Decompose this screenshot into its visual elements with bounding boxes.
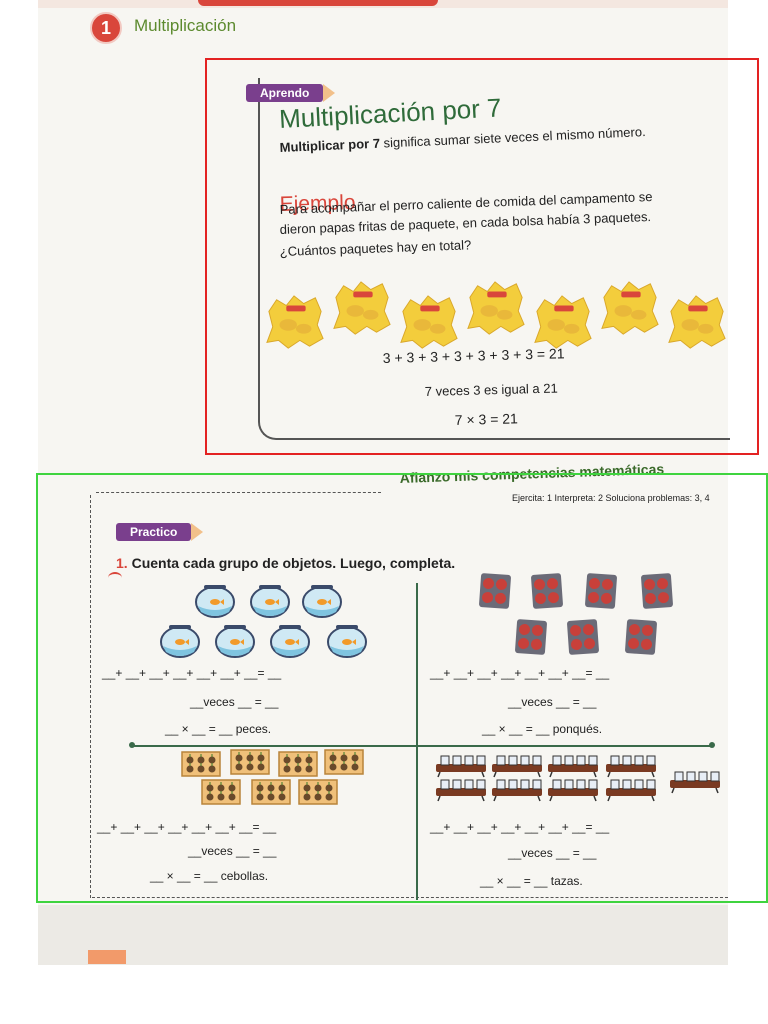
chip-bag-icon [534,295,592,349]
cup-tray-icon [492,779,542,802]
q1-sum-line: __+ __+ __+ __+ __+ __+ __= __ [102,666,282,680]
fishbowl-icon [160,625,200,658]
cup-trays-group [436,755,720,802]
q2-product-line: __ × __ = __ ponqués. [482,722,603,736]
fishbowl-icon [327,625,367,658]
onion-box-icon [201,779,241,805]
highlight-frame-aprendo [205,58,759,455]
cup-tray-icon [492,755,542,778]
q1-product-line: __ × __ = __ peces. [165,722,272,736]
quadrant-divider-vertical [416,583,418,900]
q1-veces-line: __veces __ = __ [190,695,279,709]
cupcake-tray-icon [625,619,657,655]
cup-tray-icon [548,755,598,778]
onion-box-icon [298,779,338,805]
fishbowl-icon [250,585,290,618]
q4-product-line: __ × __ = __ tazas. [480,874,583,888]
chip-bag-icon [333,281,391,335]
onion-box-icon [251,779,291,805]
dashed-border-bottom [92,897,728,898]
unit-title: Multiplicación [134,16,237,35]
q2-veces-line: __veces __ = __ [508,695,597,709]
fishbowl-icon [215,625,255,658]
quadrant-divider-horizontal [132,745,712,747]
divider-dot-right [709,742,715,748]
textbook-page [38,0,728,965]
q4-sum-line: __+ __+ __+ __+ __+ __+ __= __ [430,820,610,834]
cupcake-tray-icon [479,573,511,609]
page-corner-tab [88,950,126,964]
chip-bag-icon [400,295,458,349]
fishbowls-group [160,585,367,658]
q4-veces-line: __veces __ = __ [508,846,597,860]
question-number: 1. [116,555,128,571]
onion-boxes-group [181,749,364,805]
onion-box-icon [324,749,364,775]
audio-icon [108,572,122,584]
chip-bag-icon [467,281,525,335]
cup-tray-icon [606,779,656,802]
highlight-frame-practico [36,473,768,903]
cupcake-trays-group [479,573,673,655]
onion-box-icon [278,751,318,777]
chip-bag-icon [266,295,324,349]
page-bottom-edge [38,905,728,965]
skills-line: Ejercita: 1 Interpreta: 2 Soluciona prob… [512,493,710,503]
cup-tray-icon [436,779,486,802]
practico-tag: Practico [116,523,204,541]
q3-sum-line: __+ __+ __+ __+ __+ __+ __= __ [97,820,277,834]
onion-box-icon [230,749,270,775]
cup-tray-icon [436,755,486,778]
chip-bags-group [265,278,730,363]
cup-tray-icon [670,771,720,794]
cup-tray-icon [606,755,656,778]
unit-number-badge: 1 [90,12,122,44]
header-strip [38,0,728,8]
divider-dot-left [129,742,135,748]
fishbowl-icon [270,625,310,658]
dashed-border-top [96,492,381,493]
chip-bag-icon [601,281,659,335]
q3-product-line: __ × __ = __ cebollas. [150,869,269,883]
dashed-border-left [90,495,91,898]
cupcake-tray-icon [515,619,547,655]
cupcake-tray-icon [531,573,563,609]
cupcake-tray-icon [641,573,673,609]
cupcake-tray-icon [585,573,617,609]
cup-tray-icon [548,779,598,802]
aprendo-card-border [258,78,730,440]
question-1: 1. Cuenta cada grupo de objetos. Luego, … [116,555,455,571]
chip-bag-icon [668,295,726,349]
question-text: Cuenta cada grupo de objetos. Luego, com… [131,555,456,571]
onion-box-icon [181,751,221,777]
fishbowl-icon [302,585,342,618]
fishbowl-icon [195,585,235,618]
cupcake-tray-icon [567,619,599,655]
aprendo-tag: Aprendo [246,84,336,102]
q2-sum-line: __+ __+ __+ __+ __+ __+ __= __ [430,666,610,680]
q3-veces-line: __veces __ = __ [188,844,277,858]
